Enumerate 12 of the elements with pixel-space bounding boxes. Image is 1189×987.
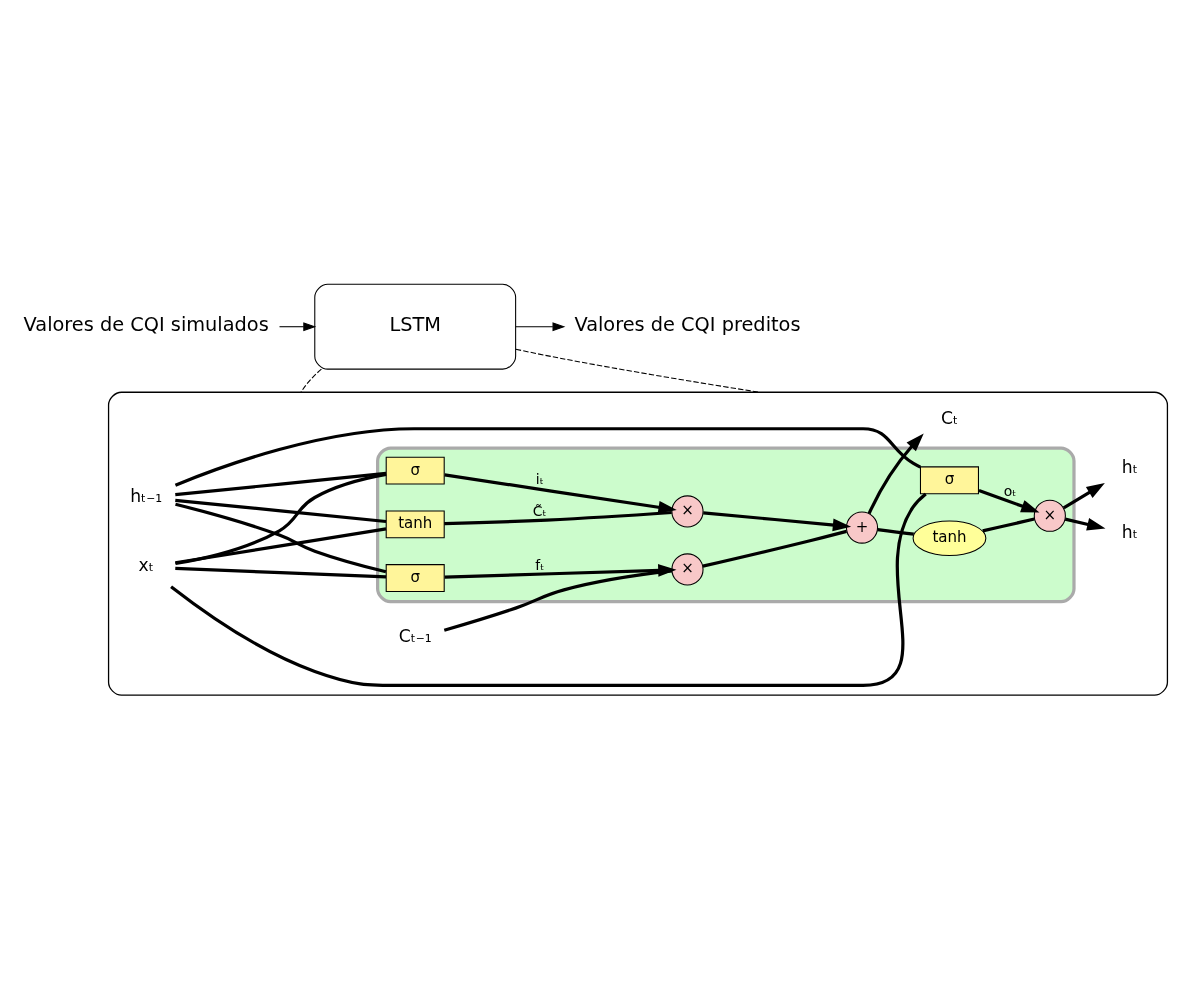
edge-label: fₜ bbox=[535, 556, 545, 573]
edge-label: iₜ bbox=[535, 470, 544, 487]
node-text: Valores de CQI simulados bbox=[23, 312, 269, 336]
edge-label: C̃ₜ bbox=[532, 502, 547, 519]
node-text: hₜ bbox=[1121, 521, 1138, 542]
node-text: xₜ bbox=[138, 554, 154, 575]
node-text: Cₜ₋₁ bbox=[398, 625, 432, 646]
edge-label: oₜ bbox=[1003, 482, 1017, 499]
node-text: hₜ₋₁ bbox=[130, 485, 163, 506]
node-text: Cₜ bbox=[940, 407, 958, 428]
node-text: hₜ bbox=[1121, 456, 1138, 477]
node-text: Valores de CQI preditos bbox=[574, 312, 801, 336]
